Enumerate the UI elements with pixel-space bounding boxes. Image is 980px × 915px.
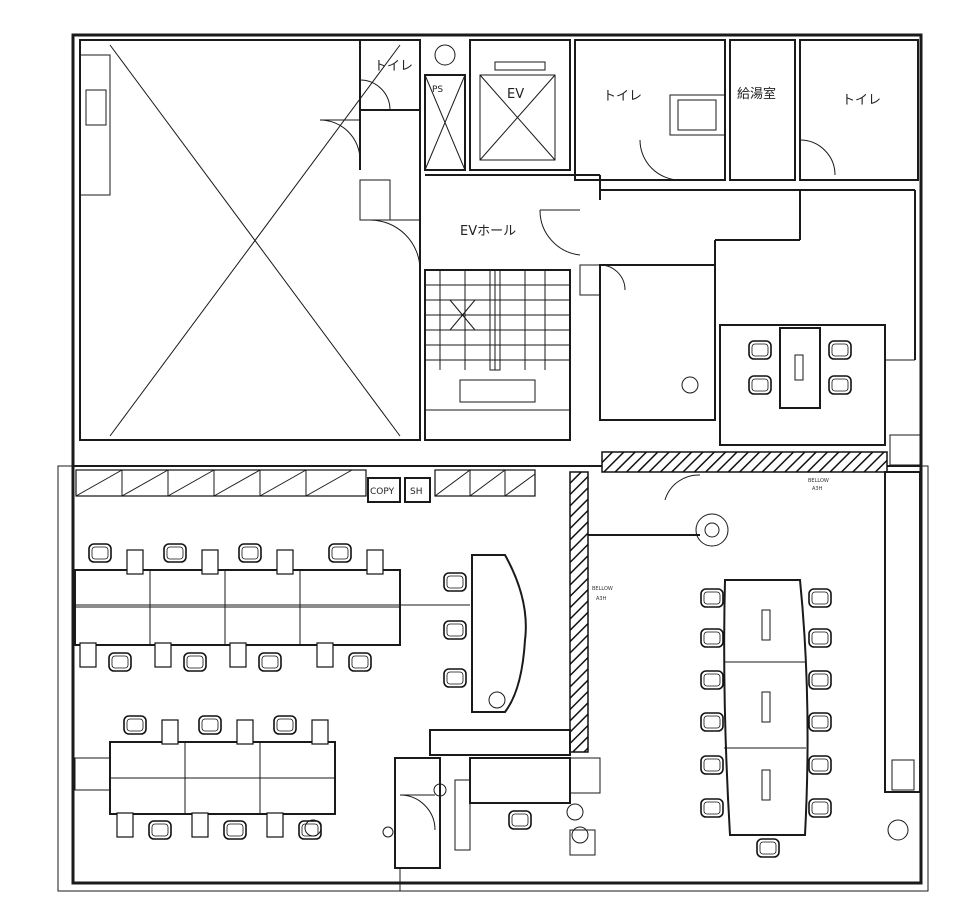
toilet-right-label: トイレ [842,93,881,108]
toilet-center-label: トイレ [603,89,642,104]
svg-text:BELLOW: BELLOW [592,586,613,592]
ev-hall-label: EVホール [460,224,516,239]
toilet-left-label: トイレ [374,59,413,74]
staircase [424,269,571,441]
reception-area [304,729,601,891]
ps-label: PS [432,85,443,95]
desk-block-upper [74,543,470,672]
hatched-walls [75,451,888,753]
manager-desk [443,554,527,713]
kitchenette-label: 給湯室 [737,86,776,102]
upper-right-area [599,264,921,466]
void-area [79,39,421,441]
large-meeting-room: BELLOW A3H BELLOW A3H [588,471,921,858]
copy-label: COPY [370,487,395,497]
ev-label: EV [507,87,524,102]
sh-label: SH [410,487,422,497]
svg-text:A3H: A3H [596,596,607,602]
svg-text:A3H: A3H [812,486,823,492]
desk-block-lower [74,715,336,840]
svg-text:BELLOW: BELLOW [808,478,829,484]
service-core [319,39,919,420]
